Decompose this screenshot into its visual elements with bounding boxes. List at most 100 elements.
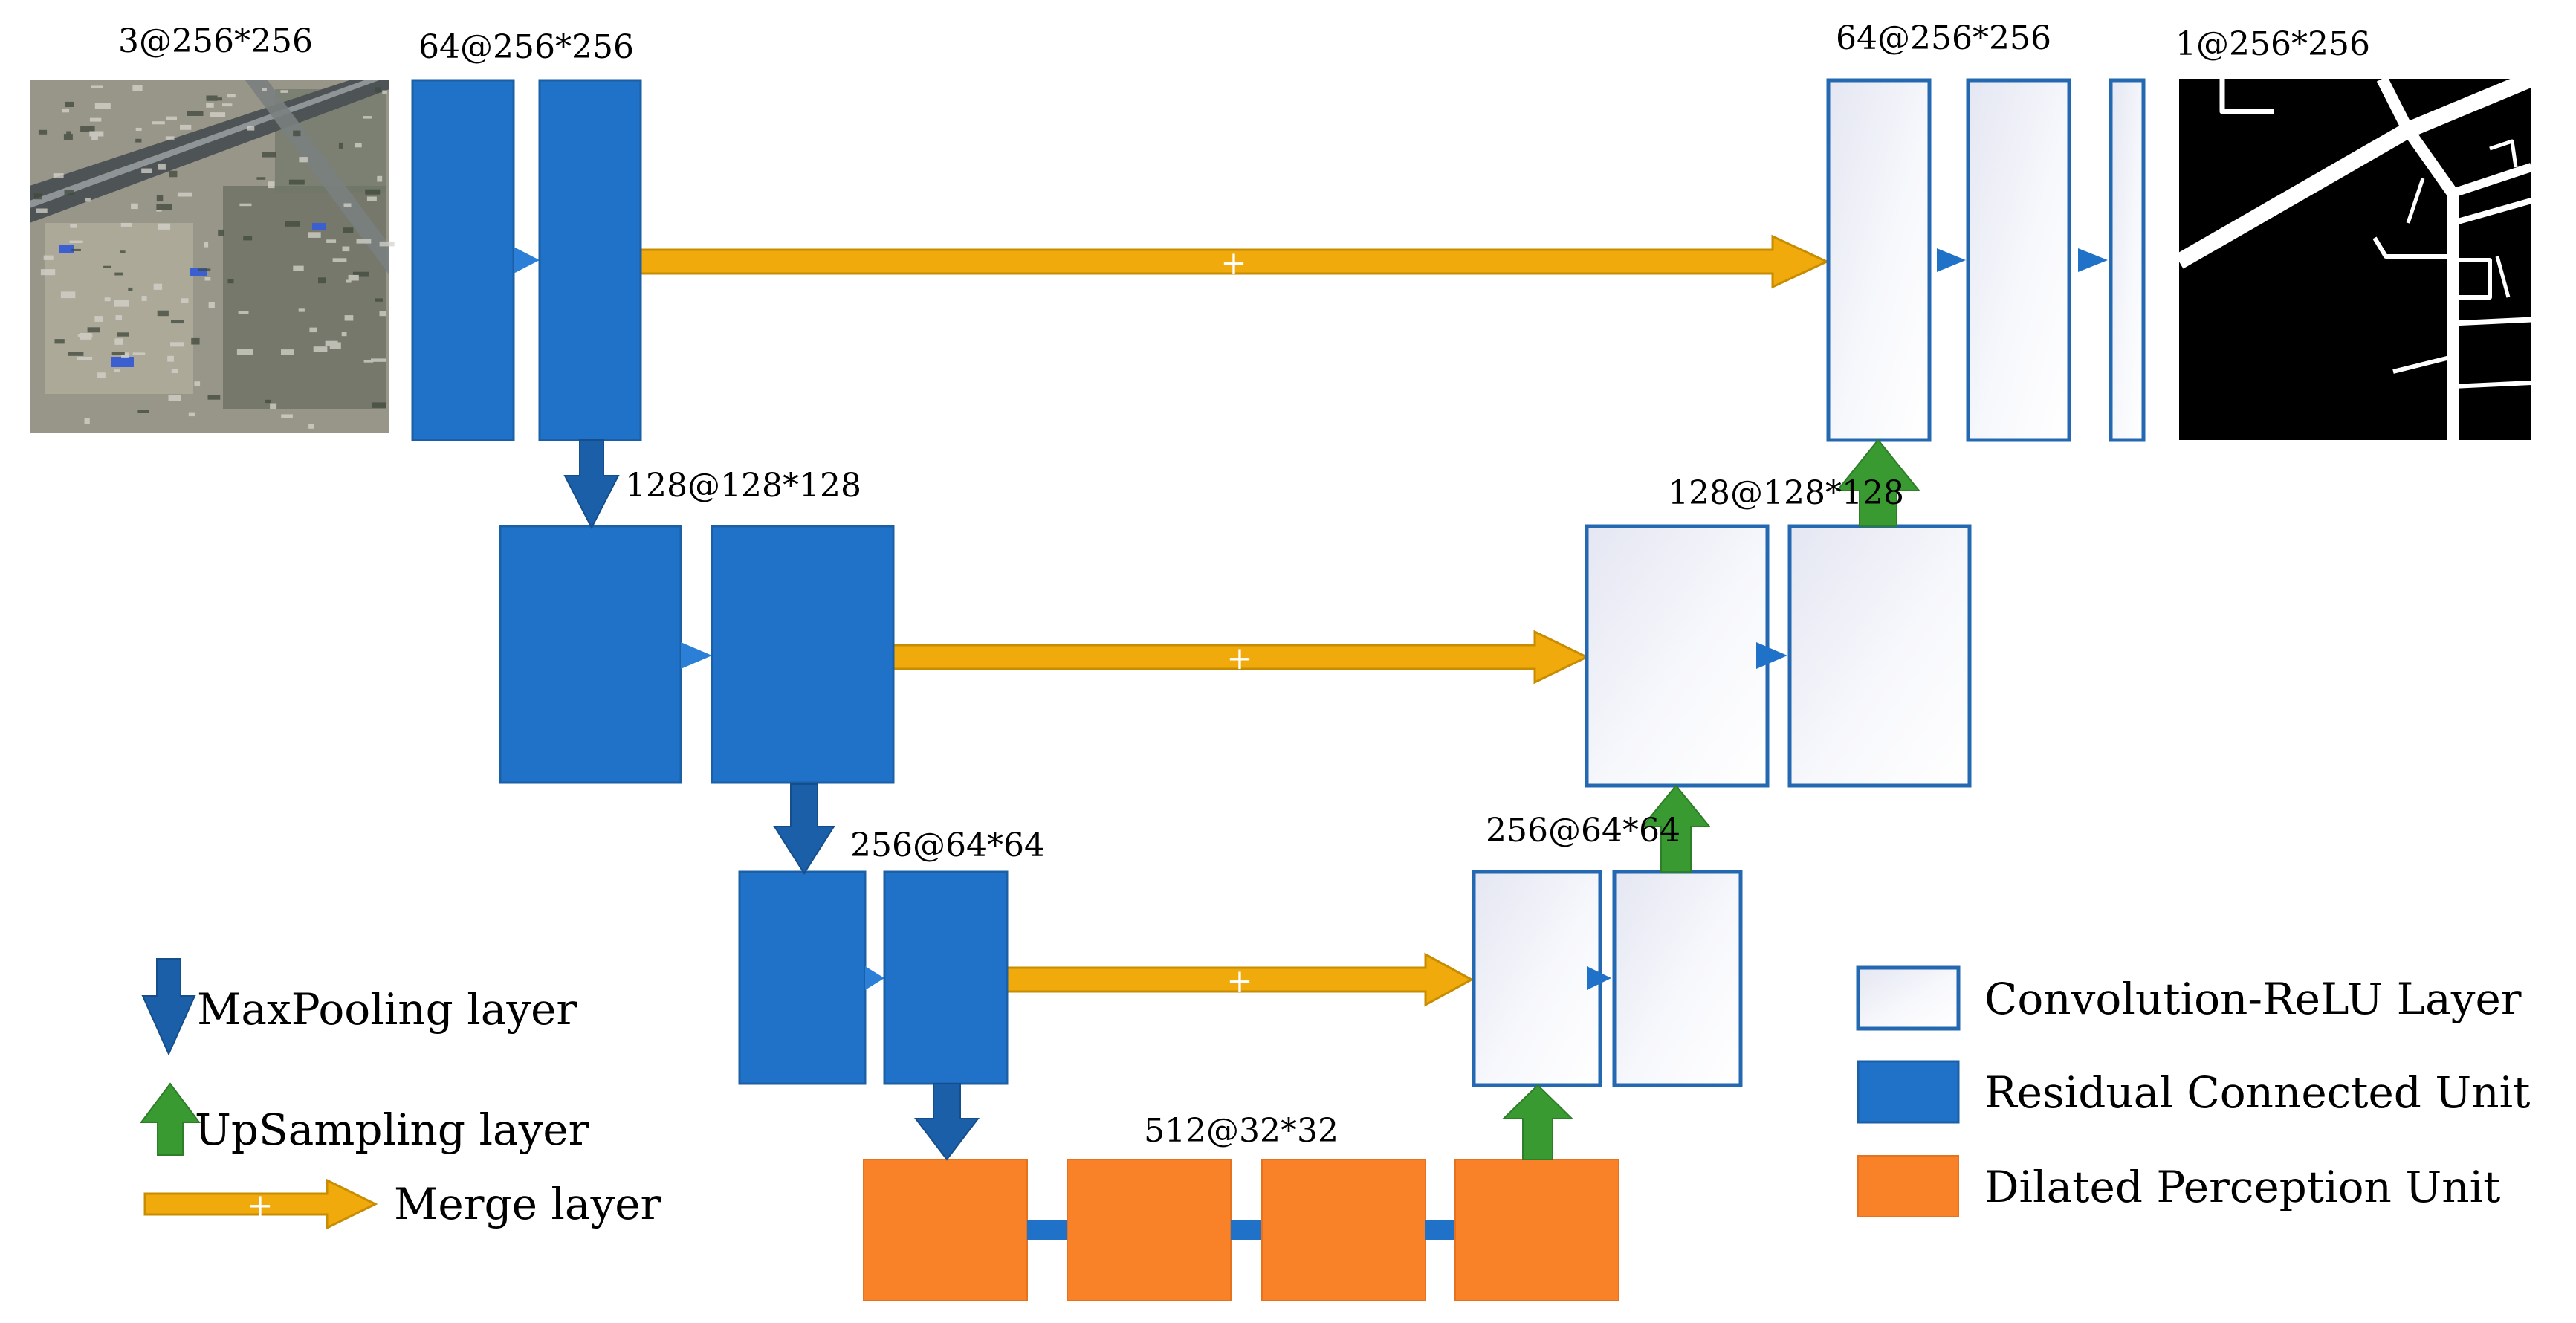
satellite-texture-patch: [168, 395, 181, 401]
satellite-texture-patch: [318, 277, 326, 284]
satellite-texture-patch: [62, 109, 69, 113]
satellite-texture-patch: [382, 90, 387, 94]
satellite-texture-patch: [227, 279, 234, 284]
label-enc2-dims: 128@128*128: [625, 467, 861, 505]
satellite-texture-patch: [213, 97, 222, 101]
dec1-inner-arrow-2: [2078, 248, 2108, 272]
satellite-texture-patch: [156, 195, 164, 202]
satellite-texture-patch: [204, 277, 211, 281]
satellite-texture-patch: [60, 291, 76, 299]
satellite-texture-patch: [114, 272, 123, 276]
satellite-texture-patch: [36, 208, 48, 213]
satellite-texture-patch: [346, 279, 352, 283]
satellite-texture-patch: [341, 332, 347, 337]
satellite-texture-patch: [247, 126, 255, 131]
satellite-texture-patch: [171, 369, 178, 373]
satellite-texture-patch: [53, 173, 64, 178]
satellite-texture-patch: [128, 287, 133, 291]
satellite-texture-patch: [181, 298, 189, 303]
satellite-texture-patch: [265, 399, 271, 404]
satellite-texture-patch: [165, 136, 175, 140]
satellite-texture-patch: [365, 189, 381, 195]
enc3-residual-block-b: [883, 870, 1009, 1085]
satellite-texture-patch: [54, 339, 65, 344]
satellite-texture-patch: [80, 333, 92, 340]
merge-plus-1: +: [1220, 245, 1246, 281]
satellite-texture-patch: [208, 302, 215, 308]
satellite-texture-patch: [288, 179, 305, 185]
satellite-texture-patch: [171, 320, 184, 324]
maxpool-arrow-3: [913, 1083, 980, 1161]
satellite-texture-patch: [89, 131, 104, 137]
dilated-block-3: [1261, 1159, 1426, 1301]
satellite-texture-patch: [167, 355, 174, 362]
satellite-texture-patch: [268, 181, 275, 189]
dilated-block-2: [1067, 1159, 1232, 1301]
satellite-texture-patch: [262, 152, 276, 158]
satellite-texture-patch: [89, 117, 102, 122]
satellite-texture-patch: [153, 283, 163, 290]
satellite-texture-patch: [343, 227, 354, 233]
satellite-texture-patch: [372, 402, 386, 408]
satellite-texture-patch: [326, 239, 337, 243]
satellite-texture-patch: [94, 316, 103, 322]
satellite-texture-patch: [309, 327, 317, 333]
satellite-texture-patch: [120, 222, 132, 227]
legend-right: Convolution-ReLU Layer Residual Connecte…: [1856, 965, 2530, 1217]
satellite-texture-patch: [91, 136, 98, 140]
satellite-texture-patch: [308, 232, 321, 238]
satellite-texture-patch: [141, 296, 147, 301]
label-input-dims: 3@256*256: [118, 22, 313, 60]
label-enc1-dims: 64@256*256: [418, 28, 634, 66]
satellite-texture-patch: [204, 242, 209, 248]
satellite-texture-patch: [377, 175, 383, 182]
satellite-texture-patch: [281, 349, 294, 355]
satellite-texture-patch: [68, 352, 84, 356]
label-dec1-dims: 64@256*256: [1836, 19, 2051, 57]
satellite-texture-patch: [194, 381, 201, 386]
dec3-conv-block-b: [1612, 870, 1743, 1087]
satellite-texture-patch: [94, 103, 111, 109]
enc3-inner-arrow: [865, 966, 884, 990]
satellite-texture-patch: [137, 410, 149, 413]
satellite-texture-patch: [308, 424, 314, 429]
satellite-texture-patch: [121, 352, 129, 358]
enc2-inner-arrow: [681, 642, 712, 669]
satellite-texture-patch: [158, 223, 171, 230]
legend-upsample-label: UpSampling layer: [195, 1104, 589, 1155]
enc1-residual-block-a: [411, 79, 515, 441]
satellite-texture-patch: [69, 240, 83, 243]
satellite-texture-patch: [158, 164, 166, 170]
satellite-texture-patch: [65, 101, 74, 107]
satellite-texture-patch: [218, 229, 224, 236]
legend-dilated-label: Dilated Perception Unit: [1984, 1162, 2500, 1212]
legend-dilated-swatch: [1857, 1155, 1959, 1217]
satellite-texture-patch: [177, 192, 192, 197]
satellite-texture-patch: [293, 265, 304, 271]
satellite-texture-patch: [356, 239, 372, 244]
dilated-block-1: [863, 1159, 1028, 1301]
satellite-texture-patch: [256, 177, 266, 180]
dec1-conv-block-b: [1966, 78, 2071, 442]
satellite-texture-patch: [239, 203, 252, 207]
legend-merge-arrow-icon: [143, 1178, 378, 1230]
legend-conv-swatch: [1856, 965, 1961, 1031]
satellite-texture-patch: [262, 88, 267, 91]
satellite-texture-patch: [114, 300, 129, 307]
satellite-texture-patch: [227, 94, 236, 98]
satellite-texture-patch: [366, 196, 377, 201]
satellite-texture-patch: [80, 126, 95, 132]
satellite-texture-patch: [298, 308, 305, 312]
label-dec3-dims: 256@64*64: [1486, 812, 1680, 850]
satellite-texture-patch: [363, 116, 372, 119]
satellite-texture-patch: [85, 198, 91, 202]
satellite-texture-patch: [156, 204, 172, 210]
satellite-texture-patch: [169, 170, 178, 178]
satellite-texture-patch: [379, 311, 386, 317]
satellite-texture-patch: [206, 95, 218, 101]
satellite-texture-patch: [87, 327, 100, 333]
satellite-texture-patch: [355, 143, 362, 148]
satellite-texture-patch: [114, 369, 120, 372]
satellite-texture-patch: [170, 342, 184, 347]
